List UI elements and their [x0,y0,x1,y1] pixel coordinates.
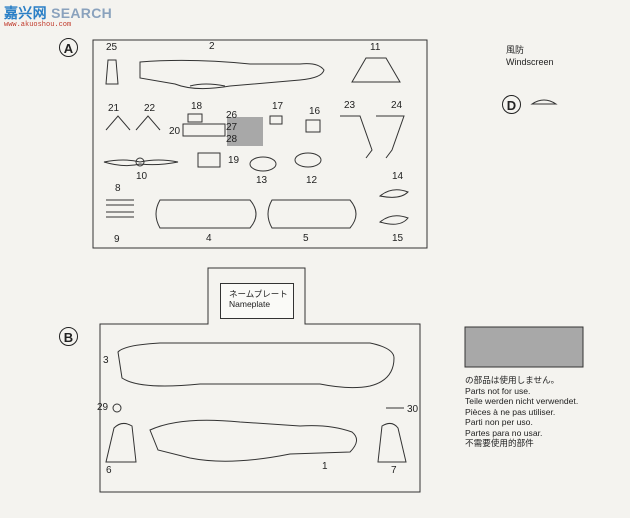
part-10 [103,159,179,167]
watermark-logo: 嘉兴网 SEARCH [4,5,113,21]
part-d-windscreen [530,99,558,105]
part-label-23: 23 [344,100,356,111]
part-label-20: 20 [169,126,181,137]
nameplate-panel: ネームプレート Nameplate [220,283,294,319]
part-15 [378,215,409,225]
sprue-b-label: B [59,327,78,346]
windscreen-title-jp: 風防 [506,45,525,55]
legend-line: 不需要使用的部件 [465,438,534,448]
part-12 [294,152,322,168]
sprue-a-frame [92,39,428,249]
part-22 [135,115,161,131]
part-label-5: 5 [303,233,309,244]
legend-line: Pièces à ne pas utiliser. [465,406,556,417]
part-1 [149,419,357,462]
part-7 [377,422,407,463]
part-label-25: 25 [106,42,118,53]
part-20 [182,123,226,137]
part-label-28: 28 [226,134,238,145]
part-6 [105,422,137,463]
part-19 [197,152,221,168]
part-21 [105,115,131,131]
part-label-18: 18 [191,101,203,112]
sprue-d-label: D [502,95,521,114]
part-label-11: 11 [370,42,381,53]
part-8-9 [106,199,134,218]
part-25 [105,59,119,85]
unused-parts-swatch [464,326,584,368]
part-2-fuselage [139,59,325,90]
part-label-8: 8 [115,183,121,194]
part-16 [305,119,321,133]
part-18 [187,113,203,123]
part-label-29: 29 [97,402,109,413]
part-24 [376,115,405,159]
part-label-10: 10 [136,171,148,182]
part-label-19: 19 [228,155,240,166]
part-label-27: 27 [226,122,238,133]
part-label-15: 15 [392,233,404,244]
part-label-4: 4 [206,233,212,244]
part-label-17: 17 [272,101,284,112]
part-14 [378,189,409,198]
part-label-3: 3 [103,355,109,366]
part-label-14: 14 [392,171,404,182]
legend-line: Teile werden nicht verwendet. [465,396,579,406]
part-4 [155,199,257,229]
part-label-24: 24 [391,100,403,111]
nameplate-label-en: Nameplate [229,299,271,309]
part-label-16: 16 [309,106,321,117]
windscreen-title-en: Windscreen [506,57,554,67]
part-5 [267,199,357,229]
part-label-21: 21 [108,103,120,114]
legend-line: の部品は使用しません。 [465,375,560,385]
part-label-22: 22 [144,103,156,114]
part-3 [117,342,395,389]
part-label-7: 7 [391,465,397,476]
part-23 [340,115,373,159]
legend-line: Partes para no usar. [465,427,543,438]
part-11 [351,57,401,83]
sprue-b-frame [99,267,421,493]
part-label-30: 30 [407,404,419,415]
part-label-9: 9 [114,234,120,245]
watermark-url: www.akuoshou.com [4,21,72,29]
part-29 [112,403,122,413]
part-label-1: 1 [322,461,328,472]
part-label-12: 12 [306,175,318,186]
part-label-26: 26 [226,110,238,121]
unused-parts-area [227,117,263,146]
legend-line: Parti non per uso. [465,417,533,427]
legend-line: Parts not for use. [465,385,531,396]
part-17 [269,115,283,125]
sprue-a-label: A [59,38,78,57]
part-label-6: 6 [106,465,112,476]
part-label-13: 13 [256,175,268,186]
part-label-2: 2 [209,41,215,52]
part-13 [249,156,277,172]
unused-parts-legend: の部品は使用しません。 Parts not for use. Teile wer… [465,375,578,449]
nameplate-label-jp: ネームプレート [229,289,288,299]
